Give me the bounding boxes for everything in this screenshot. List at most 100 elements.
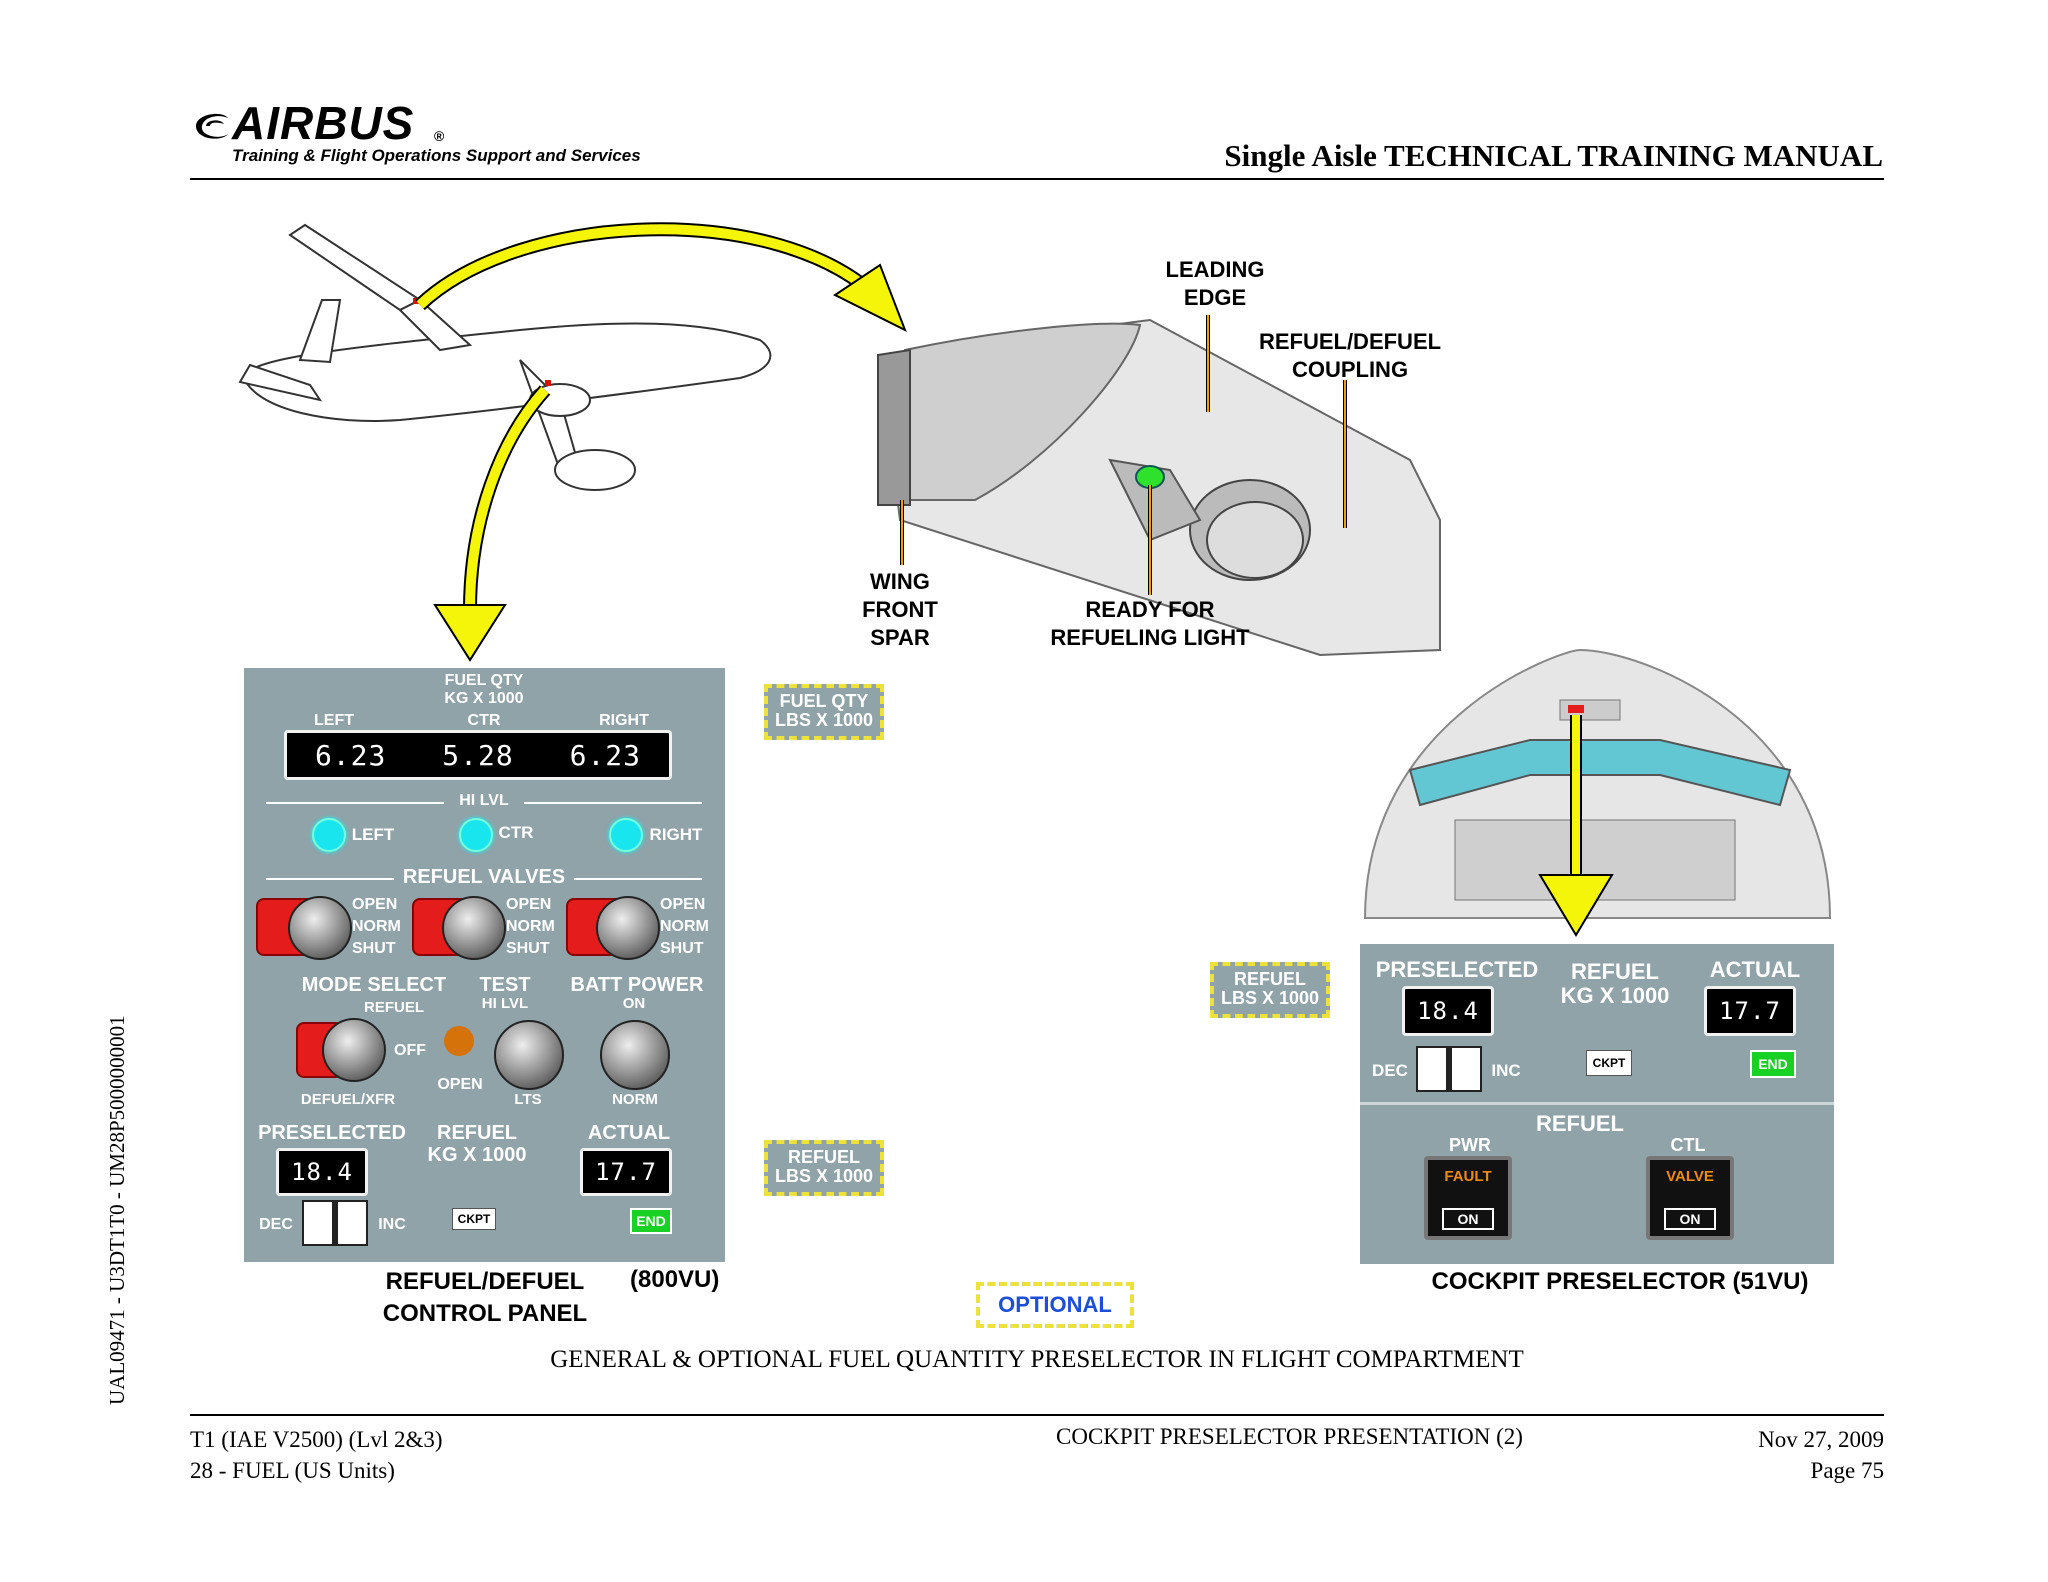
panel-marker-icon xyxy=(545,380,551,386)
inc-label: INC xyxy=(378,1216,406,1233)
cockpit-divider xyxy=(1360,1102,1834,1105)
mode-refuel-label: REFUEL xyxy=(364,999,424,1016)
control-panel-caption: REFUEL/DEFUEL CONTROL PANEL xyxy=(382,1268,588,1327)
ckpt-indicator: CKPT xyxy=(452,1208,496,1230)
ready-light-icon xyxy=(1135,465,1165,489)
cockpit-ckpt-indicator: CKPT xyxy=(1586,1050,1632,1076)
hi-lvl-label: HI LVL xyxy=(444,792,524,810)
fuel-qty-lbs-tag: FUEL QTY LBS X 1000 xyxy=(764,684,884,740)
hi-lvl-ctr-light xyxy=(459,818,493,852)
registered-mark: ® xyxy=(434,128,445,144)
arrow-to-cockpit-panel-icon xyxy=(1538,715,1614,937)
qty-left-label: LEFT xyxy=(314,712,354,729)
footer-left: T1 (IAE V2500) (Lvl 2&3) 28 - FUEL (US U… xyxy=(190,1424,443,1486)
mode-select-switch[interactable] xyxy=(322,1018,386,1082)
footer-course: T1 (IAE V2500) (Lvl 2&3) xyxy=(190,1427,443,1452)
airbus-wordmark: AIRBUS xyxy=(232,97,415,149)
actual-label: ACTUAL xyxy=(587,1122,671,1144)
batt-norm-label: NORM xyxy=(612,1091,658,1108)
figure-caption: GENERAL & OPTIONAL FUEL QUANTITY PRESELE… xyxy=(550,1346,1524,1373)
batt-power-label: BATT POWER xyxy=(570,974,704,996)
ctr-shut-label: SHUT xyxy=(506,940,550,957)
footer-topic: COCKPIT PRESELECTOR PRESENTATION (2) xyxy=(1056,1424,1523,1449)
right-norm-label: NORM xyxy=(660,918,709,935)
cockpit-preselected-display: 18.4 xyxy=(1402,986,1494,1036)
actual-display: 17.7 xyxy=(580,1148,672,1196)
preselect-thumbwheel[interactable] xyxy=(302,1200,368,1246)
airbus-logo: AIRBUS ® Training & Flight Operations Su… xyxy=(190,97,670,170)
cockpit-end-indicator: END xyxy=(1750,1050,1796,1078)
ctl-on-legend: ON xyxy=(1664,1208,1716,1230)
cockpit-thumbwheel[interactable] xyxy=(1416,1046,1482,1092)
cockpit-refuel-kg-label: REFUEL KG X 1000 xyxy=(1560,959,1670,1009)
qty-left-value: 6.23 xyxy=(314,738,387,772)
control-panel-vu: (800VU) xyxy=(630,1266,720,1293)
coupling-label: REFUEL/DEFUEL COUPLING xyxy=(1258,329,1442,382)
ready-light-label: READY FOR REFUELING LIGHT xyxy=(1050,597,1250,650)
test-switch[interactable] xyxy=(494,1020,564,1090)
light-left-label: LEFT xyxy=(351,825,395,844)
logo-subtitle: Training & Flight Operations Support and… xyxy=(232,146,641,165)
footer-date: Nov 27, 2009 xyxy=(1758,1427,1884,1452)
arrow-to-control-panel-icon xyxy=(433,385,551,662)
refuel-defuel-control-panel: FUEL QTY KG X 1000 LEFT CTR RIGHT 6.23 5… xyxy=(244,668,725,1262)
optional-tag: OPTIONAL xyxy=(976,1282,1134,1328)
airbus-swirl-icon xyxy=(196,113,228,139)
qty-ctr-value: 5.28 xyxy=(442,738,514,772)
end-indicator: END xyxy=(630,1208,672,1234)
refuel-lbs-tag-panel: REFUEL LBS X 1000 xyxy=(764,1140,884,1196)
cockpit-preselected-label: PRESELECTED xyxy=(1375,957,1539,982)
cockpit-pwr-label: PWR xyxy=(1449,1135,1491,1155)
fuel-qty-display: 6.23 5.28 6.23 xyxy=(284,730,672,780)
footer-rule xyxy=(190,1414,1884,1416)
qty-ctr-label: CTR xyxy=(467,712,501,729)
qty-right-value: 6.23 xyxy=(569,738,642,772)
mode-defuel-label: DEFUEL/XFR xyxy=(300,1091,396,1108)
cockpit-panel-caption: COCKPIT PRESELECTOR (51VU) xyxy=(1431,1268,1809,1295)
left-valve-switch[interactable] xyxy=(288,896,352,960)
open-label: OPEN xyxy=(437,1076,483,1093)
left-valve-positions: OPEN NORM SHUT xyxy=(352,894,408,960)
cockpit-inc-label: INC xyxy=(1491,1061,1521,1080)
test-lts-label: LTS xyxy=(514,1091,542,1108)
right-valve-positions: OPEN NORM SHUT xyxy=(660,894,716,960)
batt-on-label: ON xyxy=(622,995,646,1012)
mode-select-label: MODE SELECT xyxy=(301,974,447,996)
right-shut-label: SHUT xyxy=(660,940,704,957)
cockpit-preselector-panel: PRESELECTED REFUEL KG X 1000 ACTUAL 18.4… xyxy=(1360,944,1834,1264)
fuel-qty-label: FUEL QTY KG X 1000 xyxy=(444,672,524,707)
left-shut-label: SHUT xyxy=(352,940,396,957)
cockpit-dec-label: DEC xyxy=(1372,1061,1408,1080)
aircraft-illustration xyxy=(238,223,772,491)
test-label: TEST xyxy=(479,974,531,996)
header-rule xyxy=(190,178,1884,180)
light-ctr-label: CTR xyxy=(498,823,534,842)
pwr-pushbutton[interactable]: FAULT ON xyxy=(1424,1156,1512,1240)
cockpit-actual-label: ACTUAL xyxy=(1709,957,1801,982)
dec-label: DEC xyxy=(259,1216,293,1233)
open-indicator-light xyxy=(444,1026,474,1056)
hi-lvl-left-light xyxy=(312,818,346,852)
batt-power-switch[interactable] xyxy=(600,1020,670,1090)
ctl-pushbutton[interactable]: VALVE ON xyxy=(1646,1156,1734,1240)
ctr-valve-positions: OPEN NORM SHUT xyxy=(506,894,562,960)
refuel-kg-label: REFUEL KG X 1000 xyxy=(427,1122,527,1166)
arrow-to-coupling-icon xyxy=(415,222,907,333)
light-right-label: RIGHT xyxy=(649,825,703,844)
pwr-on-legend: ON xyxy=(1442,1208,1494,1230)
mode-off-label: OFF xyxy=(394,1042,426,1059)
cockpit-illustration xyxy=(1363,648,1832,919)
refuel-valves-label: REFUEL VALVES xyxy=(394,866,574,888)
cockpit-ctl-label: CTL xyxy=(1670,1135,1706,1155)
right-valve-switch[interactable] xyxy=(596,896,660,960)
refuel-lbs-tag-cockpit: REFUEL LBS X 1000 xyxy=(1210,962,1330,1018)
wing-spar-label: WING FRONT SPAR xyxy=(862,569,938,650)
ctr-valve-switch[interactable] xyxy=(442,896,506,960)
qty-right-label: RIGHT xyxy=(599,712,649,729)
left-open-label: OPEN xyxy=(352,896,398,913)
manual-title: Single Aisle TECHNICAL TRAINING MANUAL xyxy=(1224,138,1883,173)
preselected-label: PRESELECTED xyxy=(258,1122,406,1144)
pwr-fault-legend: FAULT xyxy=(1444,1168,1492,1185)
ctr-norm-label: NORM xyxy=(506,918,555,935)
